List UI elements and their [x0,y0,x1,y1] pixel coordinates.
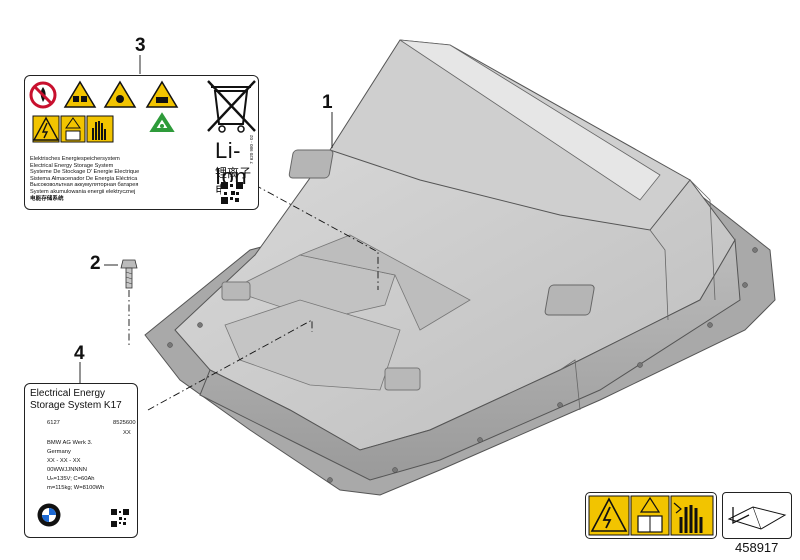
label-3-text-lines: Elektrisches Energiespeichersystem Elect… [30,156,139,202]
label-line: Electrical Energy Storage System [30,162,114,169]
high-voltage-icon [32,115,60,143]
label-3-side-code: 7 620 980 - 02 [249,134,254,164]
high-voltage-icon [588,495,630,536]
label-4-title: Electrical Energy Storage System K17 [30,388,122,411]
read-manual-icon [60,115,86,143]
orientation-arrow-box [722,492,792,539]
no-trash-bin-icon [207,80,256,133]
reference-number: 458917 [735,540,779,555]
chemical-warning-icon [145,80,179,108]
read-manual-icon [630,495,670,536]
callout-2: 2 [90,253,101,274]
type-label-item-4: Electrical Energy Storage System K17 612… [24,383,138,538]
code-xx: XX [123,430,131,436]
maker-line-1: BMW AG Werk 3. [47,440,93,446]
qr-code-icon [111,509,129,527]
warning-sticker-pictograms [588,495,714,536]
serial-number: 00WWJJNNNN [47,467,87,473]
explosive-warning-icon [103,80,137,108]
label-line: 电能存储系统 [30,195,64,202]
voltage-capacity: Uₙ=135V; C=60Ah [47,476,95,482]
label-line: System akumulowania energii elektrycznej [30,188,136,195]
code-left: 6127 [47,420,60,426]
warning-label-item-3: Elektrisches Energiespeichersystem Elect… [24,75,259,210]
label-line: Systeme De Stockage D' Energie Electriqu… [30,169,140,176]
callout-4: 4 [74,343,85,364]
housing-side-wall [199,238,741,481]
no-open-flame-icon [29,81,57,109]
mass-energy: m=115kg; W=8100Wh [47,485,105,491]
label-line: Elektrisches Energiespeichersystem [30,156,120,162]
code-right: 8525600 [113,420,136,426]
do-not-touch-hand-icon [86,115,114,143]
bmw-logo-icon [37,503,61,527]
maker-line-2: Germany [47,449,71,455]
view-direction-arrow-icon [727,506,787,530]
qr-code-icon [221,182,243,204]
label-line: Sistema Almacenador De Energía Eléctrica [30,175,138,182]
callout-3: 3 [135,35,146,56]
label-line: Высоковольтная аккумуляторная батарея [30,182,139,189]
callout-1: 1 [322,92,333,113]
bolt-item-2 [120,259,138,345]
do-not-touch-hand-icon [670,495,714,536]
recycling-icon [149,112,175,132]
manufacture-date: XX - XX - XX [47,458,81,464]
corrosive-warning-icon [63,80,97,108]
high-voltage-warning-sticker [585,492,717,539]
warning-pictograms [29,80,256,143]
